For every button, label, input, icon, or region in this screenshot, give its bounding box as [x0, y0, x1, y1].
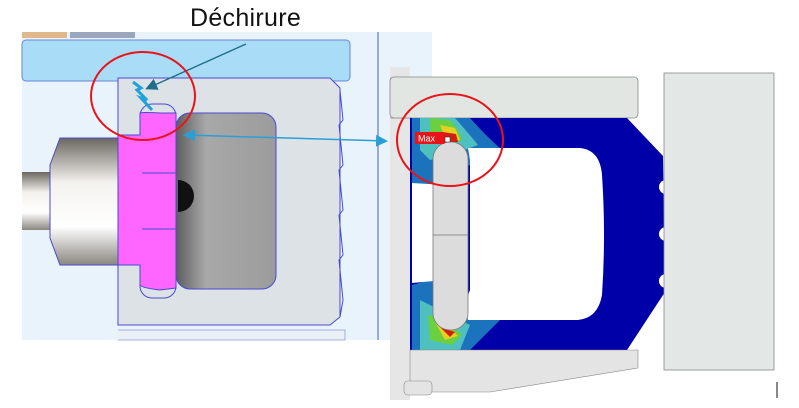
fea-cavity	[466, 148, 604, 320]
cad-view	[21, 32, 432, 341]
top-plate	[21, 39, 351, 82]
flange	[117, 112, 177, 291]
tear-icon	[132, 80, 154, 112]
annotation-title: Déchirure	[190, 4, 302, 32]
fea-bottom-plate	[409, 349, 639, 393]
fea-slot	[432, 141, 469, 331]
max-label: Max	[418, 134, 436, 144]
cylinder	[49, 137, 121, 266]
correspondence-arrow	[183, 129, 388, 147]
fea-right-block	[663, 72, 775, 371]
highlight-circle-left	[90, 51, 196, 141]
highlight-circle-right	[396, 93, 504, 187]
screw-head	[178, 180, 194, 212]
tear-pointer-arrow	[145, 43, 247, 90]
fea-view: Max	[389, 67, 778, 400]
max-marker	[415, 132, 450, 144]
